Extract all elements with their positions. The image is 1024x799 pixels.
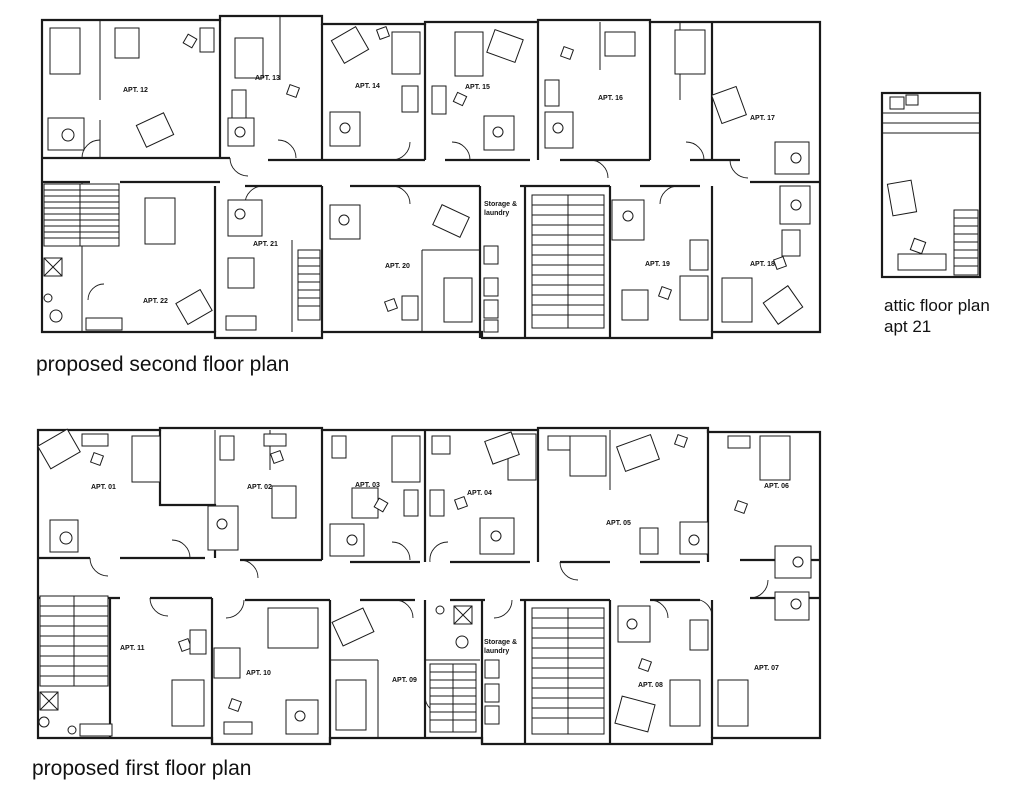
apt-label: APT. 07 (754, 665, 779, 672)
apt-label: APT. 11 (120, 645, 145, 652)
attic-caption-line2: apt 21 (884, 317, 932, 336)
second-floor-plan: APT. 12 APT. 13 APT. 14 APT. 15 APT. 16 … (40, 14, 822, 340)
apt-label: APT. 05 (606, 520, 631, 527)
apt-label: APT. 14 (355, 83, 380, 90)
bathroom-fixtures (38, 505, 812, 735)
storage-label: laundry (484, 648, 509, 655)
apt-label: APT. 04 (467, 490, 492, 497)
apt-label: APT. 20 (385, 263, 410, 270)
first-floor-caption: proposed first floor plan (32, 757, 252, 780)
apt-label: APT. 09 (392, 677, 417, 684)
apt-label: APT. 13 (255, 75, 280, 82)
apt-label: APT. 22 (143, 298, 168, 305)
apt-label: APT. 16 (598, 95, 623, 102)
first-floor-plan: APT. 01 APT. 02 APT. 03 APT. 04 APT. 05 … (36, 426, 822, 746)
attic-floor-caption: attic floor plan apt 21 (884, 295, 990, 337)
bathroom-fixtures (43, 111, 811, 323)
apt-label: APT. 21 (253, 241, 278, 248)
apt-label: APT. 01 (91, 484, 116, 491)
attic-floor-plan (880, 91, 982, 279)
apt-label: APT. 06 (764, 483, 789, 490)
apt-label: APT. 12 (123, 87, 148, 94)
second-floor-caption: proposed second floor plan (36, 353, 290, 376)
apt-label: APT. 17 (750, 115, 775, 122)
attic-caption-line1: attic floor plan (884, 296, 990, 315)
storage-label: Storage & (484, 201, 517, 208)
apt-label: APT. 03 (355, 482, 380, 489)
apt-label: APT. 18 (750, 261, 775, 268)
storage-label: Storage & (484, 639, 517, 646)
apt-label: APT. 15 (465, 84, 490, 91)
apt-label: APT. 10 (246, 670, 271, 677)
apt-label: APT. 19 (645, 261, 670, 268)
apt-label: APT. 08 (638, 682, 663, 689)
apt-label: APT. 02 (247, 484, 272, 491)
storage-label: laundry (484, 210, 509, 217)
